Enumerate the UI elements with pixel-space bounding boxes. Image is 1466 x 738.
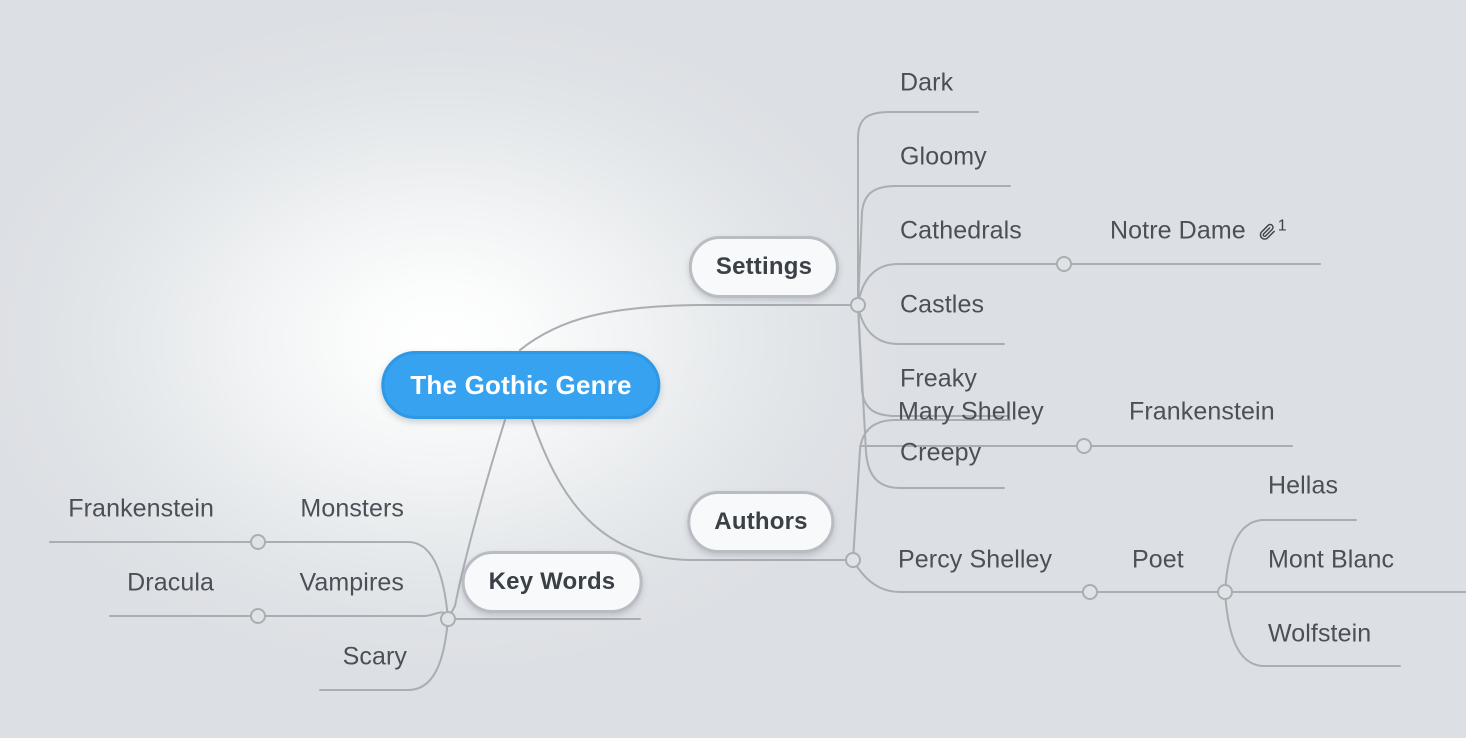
- node-hellas[interactable]: Hellas: [1268, 471, 1339, 500]
- root-node[interactable]: The Gothic Genre: [381, 351, 661, 419]
- branch-node-keywords-label: Key Words: [488, 568, 616, 595]
- node-mary-shelley[interactable]: Mary Shelley: [898, 397, 1044, 426]
- node-notre-dame-label: Notre Dame: [1110, 216, 1246, 245]
- branch-node-settings-label: Settings: [715, 253, 813, 280]
- node-castles[interactable]: Castles: [900, 290, 985, 319]
- branch-node-authors-label: Authors: [714, 508, 808, 535]
- attachment-indicator[interactable]: 1: [1259, 218, 1287, 240]
- node-gloomy[interactable]: Gloomy: [900, 142, 987, 171]
- node-scary[interactable]: Scary: [342, 642, 407, 671]
- node-notre-dame[interactable]: Notre Dame 1: [1110, 216, 1287, 245]
- node-monsters[interactable]: Monsters: [300, 494, 404, 523]
- paperclip-icon: [1259, 223, 1275, 240]
- node-frankenstein-book[interactable]: Frankenstein: [1129, 397, 1275, 426]
- node-poet[interactable]: Poet: [1132, 545, 1184, 574]
- node-wolfstein[interactable]: Wolfstein: [1268, 619, 1372, 648]
- node-dracula[interactable]: Dracula: [127, 568, 214, 597]
- attachment-count: 1: [1277, 217, 1287, 235]
- node-dark[interactable]: Dark: [900, 68, 954, 97]
- node-vampires[interactable]: Vampires: [299, 568, 404, 597]
- node-freaky[interactable]: Freaky: [900, 364, 978, 393]
- root-node-label: The Gothic Genre: [410, 369, 632, 400]
- node-mont-blanc[interactable]: Mont Blanc: [1268, 545, 1395, 574]
- node-frankenstein-keyword[interactable]: Frankenstein: [68, 494, 214, 523]
- branch-node-keywords[interactable]: Key Words: [461, 551, 643, 613]
- branch-node-settings[interactable]: Settings: [688, 236, 840, 298]
- branch-node-authors[interactable]: Authors: [687, 491, 835, 553]
- node-cathedrals[interactable]: Cathedrals: [900, 216, 1022, 245]
- node-percy-shelley[interactable]: Percy Shelley: [898, 545, 1053, 574]
- node-creepy[interactable]: Creepy: [900, 438, 982, 467]
